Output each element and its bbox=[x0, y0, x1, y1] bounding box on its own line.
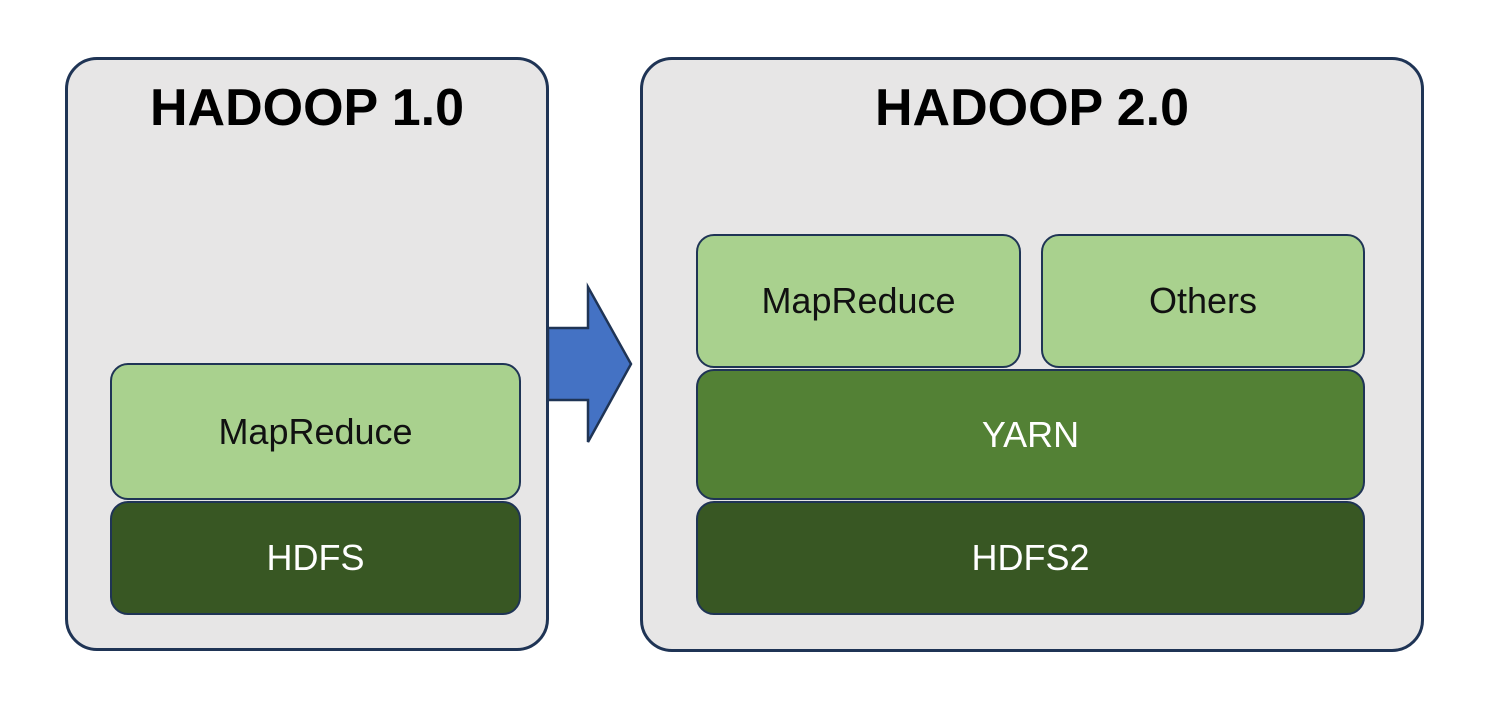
hadoop2-yarn-label: YARN bbox=[981, 413, 1080, 455]
hadoop2-mapreduce-box: MapReduce bbox=[696, 234, 1021, 368]
hadoop2-yarn-box: YARN bbox=[696, 369, 1365, 500]
hadoop2-others-label: Others bbox=[1148, 280, 1258, 321]
hadoop2-mapreduce-label: MapReduce bbox=[761, 280, 956, 321]
hadoop1-hdfs-label: HDFS bbox=[266, 537, 365, 578]
hadoop1-mapreduce-box: MapReduce bbox=[110, 363, 521, 500]
hadoop2-panel: HADOOP 2.0 MapReduce Others YARN HDFS2 bbox=[640, 57, 1424, 652]
hadoop1-hdfs-box: HDFS bbox=[110, 501, 521, 615]
hadoop1-panel: HADOOP 1.0 MapReduce HDFS bbox=[65, 57, 549, 651]
hadoop2-title: HADOOP 2.0 bbox=[874, 79, 1190, 137]
hadoop2-others-box: Others bbox=[1041, 234, 1365, 368]
right-arrow-icon bbox=[546, 282, 633, 443]
hadoop1-title: HADOOP 1.0 bbox=[149, 79, 465, 137]
hadoop2-hdfs2-label: HDFS2 bbox=[971, 537, 1090, 578]
hadoop1-mapreduce-label: MapReduce bbox=[218, 410, 413, 452]
hadoop2-hdfs2-box: HDFS2 bbox=[696, 501, 1365, 615]
